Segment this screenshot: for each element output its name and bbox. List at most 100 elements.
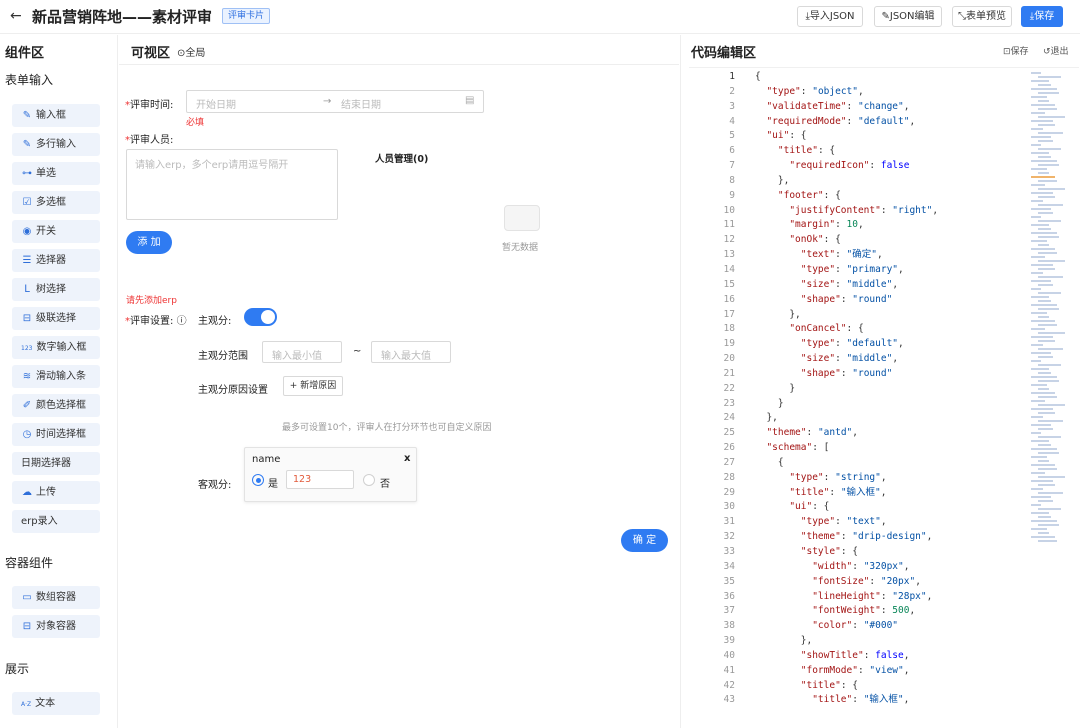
date-range-picker[interactable]: 开始日期 → 结束日期 ▤ bbox=[186, 90, 484, 113]
yes-score-input[interactable]: 123 bbox=[286, 470, 354, 489]
code-line[interactable]: }, bbox=[755, 308, 801, 320]
line-number: 13 bbox=[723, 249, 735, 261]
add-reviewer-button[interactable]: 添 加 bbox=[126, 231, 172, 254]
radio-yes[interactable] bbox=[252, 474, 264, 486]
add-reason-button[interactable]: + 新增原因 bbox=[283, 376, 343, 396]
component-item[interactable]: ⊟对象容器 bbox=[12, 615, 100, 638]
component-item[interactable]: ▭数组容器 bbox=[12, 586, 100, 609]
minimap-line bbox=[1038, 492, 1063, 494]
code-line[interactable]: "style": { bbox=[800, 546, 858, 557]
code-line[interactable]: "ui": { bbox=[789, 501, 830, 513]
page-title: 新品营销阵地——素材评审 bbox=[32, 8, 213, 26]
code-line[interactable]: "title": { bbox=[800, 679, 858, 691]
editor-exit-button[interactable]: ↺退出 bbox=[1043, 47, 1069, 57]
code-line[interactable]: "size": "middle", bbox=[800, 353, 899, 365]
code-line[interactable]: "title": "输入框", bbox=[812, 694, 910, 706]
code-line[interactable]: "shape": "round" bbox=[800, 293, 893, 305]
code-line[interactable]: "ui": { bbox=[766, 130, 807, 142]
editor-save-button[interactable]: ⊡保存 bbox=[1003, 47, 1029, 57]
code-line[interactable]: { bbox=[755, 71, 761, 82]
code-line[interactable]: "title": "输入框", bbox=[789, 486, 887, 498]
form-preview-button[interactable]: ⤡表单预览 bbox=[952, 6, 1012, 27]
line-number: 18 bbox=[723, 323, 735, 335]
code-line[interactable]: "type": "text", bbox=[800, 516, 887, 528]
code-line[interactable]: }, bbox=[755, 635, 813, 647]
component-item[interactable]: ≋滑动输入条 bbox=[12, 365, 100, 388]
minimap-line bbox=[1038, 524, 1059, 526]
min-value-input[interactable]: 输入最小值 bbox=[262, 341, 342, 363]
component-item[interactable]: 日期选择器 bbox=[12, 452, 100, 475]
code-content[interactable]: { "type": "object", "validateTime": "cha… bbox=[755, 70, 1035, 708]
close-icon[interactable]: x bbox=[404, 453, 411, 464]
radio-no[interactable] bbox=[363, 474, 375, 486]
line-number: 25 bbox=[723, 427, 735, 439]
component-item[interactable]: ◷时间选择框 bbox=[12, 423, 100, 446]
code-line[interactable]: "width": "320px", bbox=[812, 560, 910, 572]
reviewer-erp-textarea[interactable]: 请输入erp，多个erp请用逗号隔开 bbox=[126, 149, 338, 220]
code-line[interactable]: "type": "primary", bbox=[800, 263, 904, 275]
component-item[interactable]: ☁上传 bbox=[12, 481, 100, 504]
code-line[interactable]: } bbox=[755, 397, 784, 409]
code-line[interactable]: "fontSize": "20px", bbox=[812, 575, 921, 587]
import-json-button[interactable]: ⤓导入JSON bbox=[797, 6, 863, 27]
json-edit-button[interactable]: ✎JSON编辑 bbox=[874, 6, 942, 27]
code-line[interactable]: "size": "middle", bbox=[800, 278, 899, 290]
code-line[interactable]: } bbox=[755, 382, 796, 394]
code-line[interactable]: "validateTime": "change", bbox=[766, 100, 910, 112]
code-line[interactable]: }, bbox=[755, 174, 790, 186]
component-item[interactable]: ⊟级联选择 bbox=[12, 307, 100, 330]
code-line[interactable]: "shape": "round" bbox=[800, 367, 893, 379]
component-item[interactable]: ☰选择器 bbox=[12, 249, 100, 272]
code-minimap[interactable] bbox=[1031, 72, 1075, 542]
minimap-line bbox=[1038, 508, 1061, 510]
code-line[interactable]: "type": "string", bbox=[789, 471, 887, 483]
code-line[interactable]: "margin": 10, bbox=[789, 219, 864, 231]
component-item[interactable]: ◉开关 bbox=[12, 220, 100, 243]
code-line[interactable]: }, bbox=[755, 412, 778, 424]
component-item[interactable]: erp录入 bbox=[12, 510, 100, 533]
component-item[interactable]: ✐颜色选择框 bbox=[12, 394, 100, 417]
minimap-line bbox=[1031, 472, 1045, 474]
component-item[interactable]: ✎输入框 bbox=[12, 104, 100, 127]
back-arrow-icon[interactable]: ← bbox=[10, 8, 22, 24]
minimap-line bbox=[1031, 184, 1045, 186]
subjective-toggle[interactable] bbox=[244, 308, 277, 326]
code-line[interactable]: "title": { bbox=[777, 145, 836, 157]
section-form-input: 表单输入 bbox=[5, 73, 54, 87]
code-line[interactable]: "color": "#000" bbox=[812, 620, 899, 632]
code-line[interactable]: "theme": "drip-design", bbox=[800, 531, 933, 543]
code-line[interactable]: "lineHeight": "28px", bbox=[812, 590, 933, 602]
code-line[interactable]: "onOk": { bbox=[789, 234, 841, 246]
code-line[interactable]: "text": "确定", bbox=[800, 249, 883, 261]
code-line[interactable]: "justifyContent": "right", bbox=[789, 204, 939, 216]
code-line[interactable]: "showTitle": false, bbox=[800, 649, 910, 661]
code-line[interactable]: "onCancel": { bbox=[789, 323, 864, 335]
minimap-line bbox=[1038, 284, 1053, 286]
code-line[interactable]: "fontWeight": 500, bbox=[812, 605, 916, 617]
help-circle-icon[interactable]: ⓘ bbox=[176, 316, 187, 327]
code-line[interactable]: "theme": "antd", bbox=[766, 427, 859, 439]
component-item[interactable]: ⊶单选 bbox=[12, 162, 100, 185]
minimap-line bbox=[1031, 488, 1043, 490]
minimap-line bbox=[1038, 516, 1051, 518]
max-value-input[interactable]: 输入最大值 bbox=[371, 341, 451, 363]
save-button[interactable]: ⤓保存 bbox=[1021, 6, 1063, 27]
code-line[interactable]: "formMode": "view", bbox=[800, 664, 910, 676]
code-line[interactable]: "footer": { bbox=[777, 189, 841, 201]
code-line[interactable]: { bbox=[755, 456, 784, 468]
code-line[interactable]: "type": "object", bbox=[766, 85, 864, 97]
code-line[interactable]: "type": "default", bbox=[800, 338, 904, 350]
scope-selector[interactable]: ⊙全局 bbox=[177, 44, 205, 59]
component-item[interactable]: ☑多选框 bbox=[12, 191, 100, 214]
code-line[interactable]: "requiredIcon": false bbox=[789, 160, 910, 172]
confirm-button[interactable]: 确 定 bbox=[621, 529, 668, 552]
component-item[interactable]: ✎多行输入 bbox=[12, 133, 100, 156]
code-line[interactable]: "requiredMode": "default", bbox=[766, 115, 916, 127]
code-line[interactable]: "schema": [ bbox=[766, 442, 830, 454]
minimap-line bbox=[1038, 324, 1057, 326]
